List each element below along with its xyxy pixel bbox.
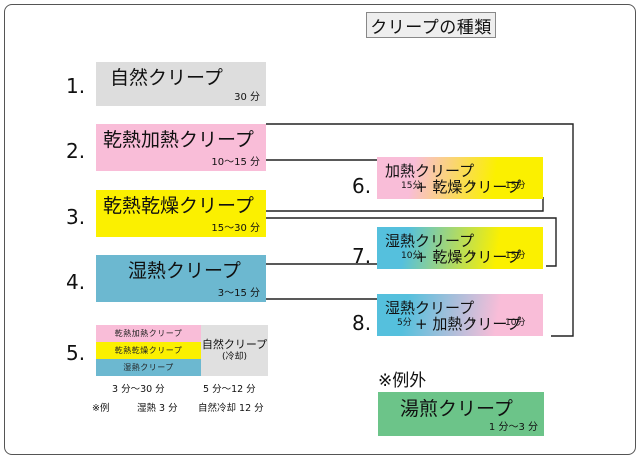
item-bar-dry-drying-creep: 乾熱乾燥クリープ 15〜30 分 bbox=[96, 190, 266, 237]
combo-7-line2: + 乾燥クリープ bbox=[415, 248, 522, 266]
combo-7-plus: + bbox=[469, 249, 477, 259]
combo-6-line2: + 乾燥クリープ bbox=[415, 178, 522, 196]
combo-8-duration2: 10分 bbox=[505, 318, 526, 328]
exception-duration: 1 分〜3 分 bbox=[488, 422, 538, 433]
item5-example-left: 湿熱 3 分 bbox=[137, 403, 178, 414]
item5-stack-row-moist-heat: 湿熱クリープ bbox=[96, 359, 201, 376]
combo-6-plus: + bbox=[469, 179, 477, 189]
item-number-7: 7. bbox=[352, 244, 372, 268]
item5-stack-label-1: 乾熱乾燥クリープ bbox=[114, 346, 183, 355]
item-duration-4: 3〜15 分 bbox=[217, 288, 260, 299]
combo-bar-moist-plus-heat: 湿熱クリープ 5分 + 10分 + 加熱クリープ bbox=[377, 294, 543, 336]
item-bar-dry-heat-creep: 乾熱加熱クリープ 10〜15 分 bbox=[96, 124, 266, 171]
item5-cooling-label: 自然クリープ bbox=[201, 338, 268, 351]
combo-8-line2: + 加熱クリープ bbox=[415, 315, 522, 333]
combo-bar-heat-plus-dry: 加熱クリープ 15分 + 15分 + 乾燥クリープ bbox=[377, 157, 543, 199]
item-number-2: 2. bbox=[66, 139, 86, 163]
item-label-3: 乾熱乾燥クリープ bbox=[103, 195, 254, 217]
combo-6-duration1: 15分 bbox=[401, 181, 422, 191]
item5-duration-right: 5 分〜12 分 bbox=[203, 384, 256, 395]
item5-stack-row-dry-heat: 乾熱加熱クリープ bbox=[96, 325, 201, 342]
page-title-text: クリープの種類 bbox=[370, 17, 492, 38]
item5-cooling-sub: (冷却) bbox=[221, 351, 248, 362]
combo-7-duration1: 10分 bbox=[401, 251, 422, 261]
item-number-5: 5. bbox=[66, 341, 86, 365]
combo-7-duration2: 15分 bbox=[505, 251, 526, 261]
item-bar-moist-heat-creep: 湿熱クリープ 3〜15 分 bbox=[96, 255, 266, 302]
combo-8-duration1: 5分 bbox=[397, 318, 412, 328]
item-number-1: 1. bbox=[66, 74, 86, 98]
page-title: クリープの種類 bbox=[366, 12, 496, 38]
item-number-3: 3. bbox=[66, 205, 86, 229]
item-number-4: 4. bbox=[66, 270, 86, 294]
combo-6-duration2: 15分 bbox=[505, 181, 526, 191]
exception-label: 湯煎クリープ bbox=[400, 398, 513, 420]
combo-7-line1: 湿熱クリープ bbox=[385, 232, 475, 250]
item5-duration-left: 3 分〜30 分 bbox=[112, 384, 165, 395]
item-label-2: 乾熱加熱クリープ bbox=[103, 129, 254, 151]
item5-example-right: 自然冷却 12 分 bbox=[198, 403, 264, 414]
item-duration-1: 30 分 bbox=[234, 92, 260, 103]
item5-stack-label-0: 乾熱加熱クリープ bbox=[114, 329, 183, 338]
item5-example-prefix: ※例 bbox=[92, 403, 110, 414]
item-label-1: 自然クリープ bbox=[110, 67, 223, 89]
exception-heading: ※例外 bbox=[378, 371, 427, 391]
item-duration-2: 10〜15 分 bbox=[211, 157, 260, 168]
combo-bar-moist-plus-dry: 湿熱クリープ 10分 + 15分 + 乾燥クリープ bbox=[377, 227, 543, 269]
combo-6-line1: 加熱クリープ bbox=[385, 162, 475, 180]
item-duration-3: 15〜30 分 bbox=[211, 223, 260, 234]
item5-stack-label-2: 湿熱クリープ bbox=[123, 363, 174, 372]
item-number-6: 6. bbox=[352, 174, 372, 198]
item-bar-natural-creep: 自然クリープ 30 分 bbox=[96, 62, 266, 106]
exception-bar-double-boiler-creep: 湯煎クリープ 1 分〜3 分 bbox=[378, 392, 544, 436]
item-label-4: 湿熱クリープ bbox=[128, 260, 241, 282]
item5-natural-cooling-box: 自然クリープ (冷却) bbox=[201, 325, 268, 376]
combo-8-plus: + bbox=[469, 316, 477, 326]
combo-8-line1: 湿熱クリープ bbox=[385, 299, 475, 317]
item5-stack-row-dry-drying: 乾熱乾燥クリープ bbox=[96, 342, 201, 359]
item-number-8: 8. bbox=[352, 311, 372, 335]
